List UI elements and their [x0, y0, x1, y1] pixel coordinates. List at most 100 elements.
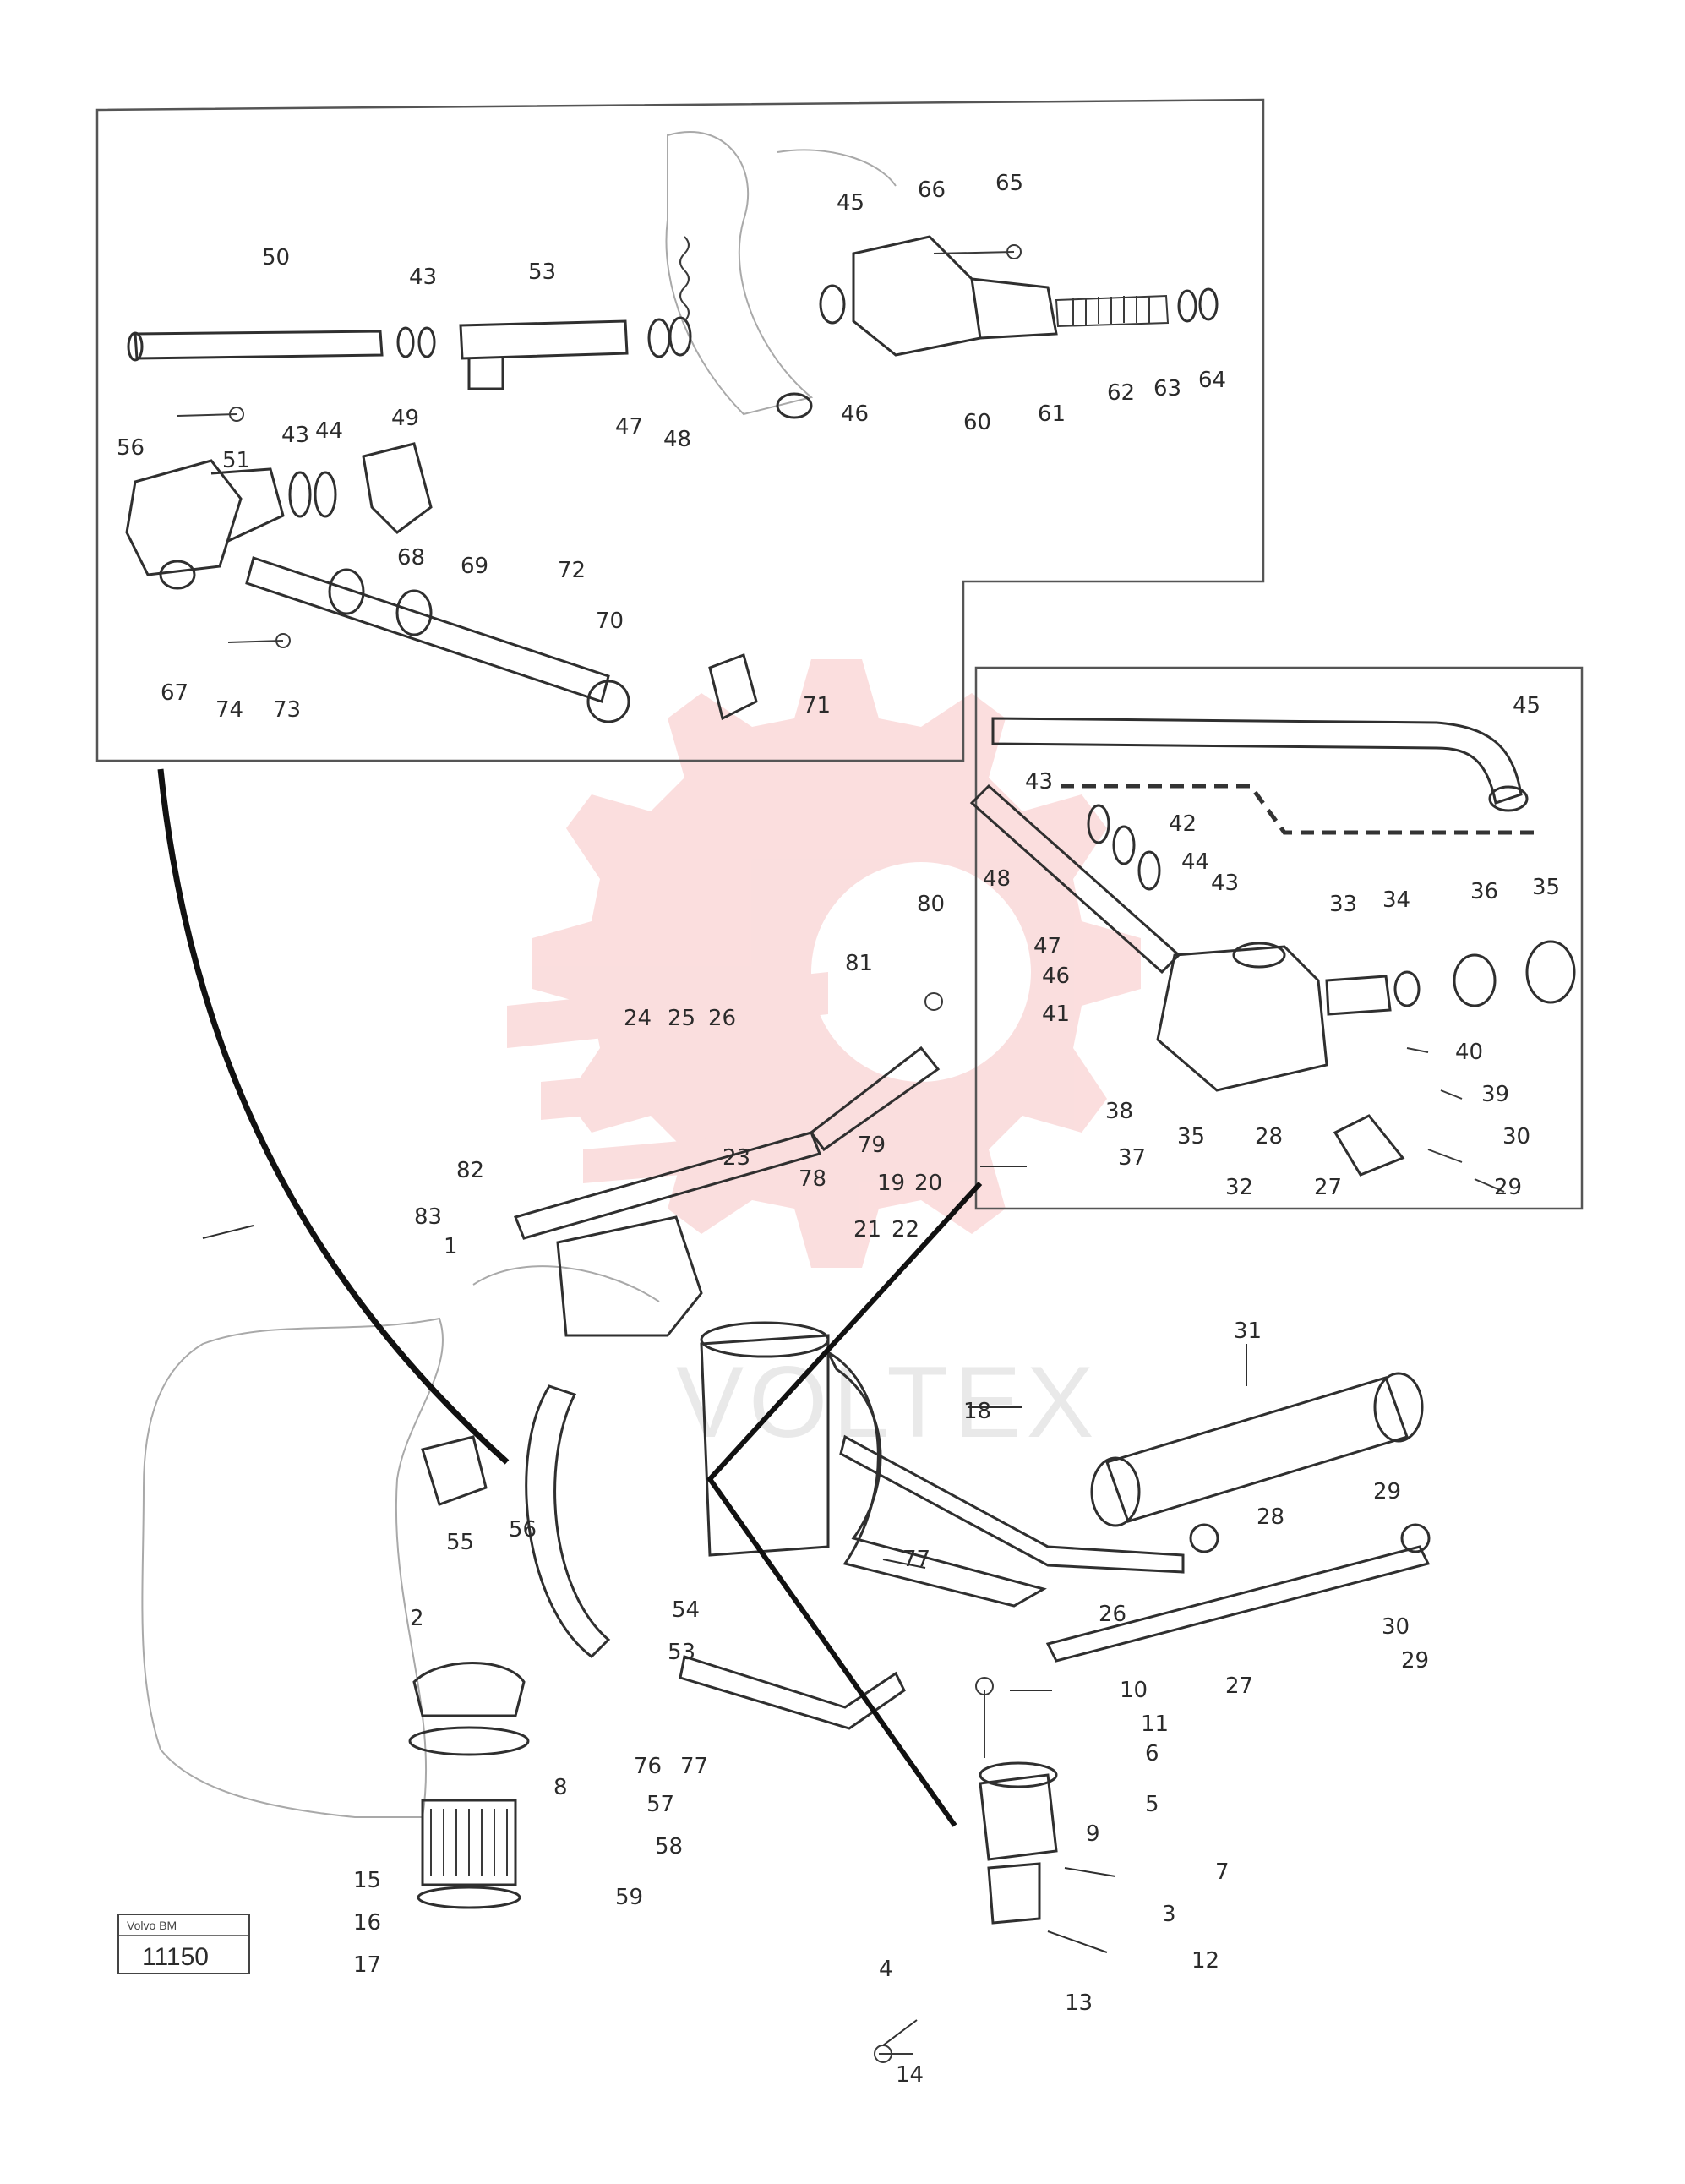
callout: 23 — [723, 1145, 750, 1171]
callout: 49 — [391, 406, 419, 431]
callout: 29 — [1494, 1175, 1522, 1200]
callout: 27 — [1225, 1673, 1253, 1699]
callout: 22 — [892, 1217, 919, 1242]
callout: 13 — [1065, 1990, 1093, 2016]
callout: 26 — [1099, 1602, 1126, 1627]
callout: 53 — [668, 1640, 695, 1665]
callout: 4 — [879, 1957, 893, 1982]
callout: 33 — [1329, 892, 1357, 917]
callout: 64 — [1198, 368, 1226, 393]
callout: 7 — [1215, 1859, 1230, 1885]
leader-lines — [185, 1166, 1247, 2046]
callout: 28 — [1255, 1124, 1283, 1149]
callout: 1 — [444, 1234, 458, 1259]
callout: 38 — [1105, 1099, 1133, 1124]
callout: 39 — [1481, 1082, 1509, 1107]
callout: 47 — [1033, 934, 1061, 959]
callout: 77 — [902, 1547, 930, 1572]
callout: 31 — [1234, 1319, 1262, 1344]
callout: 55 — [446, 1530, 474, 1555]
callout: 19 — [877, 1171, 905, 1196]
callout: 36 — [1470, 879, 1498, 904]
callout: 30 — [1382, 1614, 1410, 1640]
callout: 8 — [553, 1775, 568, 1800]
callout: 71 — [803, 693, 831, 718]
callout: 82 — [456, 1158, 484, 1183]
callout: 53 — [528, 259, 556, 285]
callout: 66 — [918, 177, 946, 203]
callout: 79 — [858, 1133, 886, 1158]
callout: 67 — [161, 680, 188, 706]
callout: 58 — [655, 1834, 683, 1859]
callout: 72 — [558, 558, 586, 583]
main-assembly — [141, 768, 1431, 2063]
drawing-number-stamp: Volvo BM 11150 — [117, 1914, 250, 1974]
callout: 35 — [1177, 1124, 1205, 1149]
callout: 45 — [837, 190, 864, 216]
callout: 83 — [414, 1204, 442, 1230]
callout: 12 — [1191, 1948, 1219, 1974]
upper-left-inset — [95, 98, 1265, 762]
callout: 34 — [1382, 887, 1410, 913]
callout: 50 — [262, 245, 290, 270]
callout: 43 — [1025, 769, 1053, 794]
callout: 73 — [273, 697, 301, 723]
callout: 18 — [963, 1399, 991, 1424]
callout: 78 — [799, 1166, 826, 1192]
callout: 20 — [914, 1171, 942, 1196]
callout: 70 — [596, 609, 624, 634]
callout: 25 — [668, 1006, 695, 1031]
callout: 16 — [353, 1910, 381, 1936]
callout: 57 — [646, 1792, 674, 1817]
callout: 48 — [983, 866, 1011, 892]
callout: 44 — [1181, 849, 1209, 875]
callout: 24 — [624, 1006, 652, 1031]
callout: 56 — [117, 435, 145, 461]
callout: 5 — [1145, 1792, 1159, 1817]
callout: 2 — [410, 1606, 424, 1631]
callout: 60 — [963, 410, 991, 435]
callout: 29 — [1373, 1479, 1401, 1504]
callout: 17 — [353, 1952, 381, 1978]
callout: 6 — [1145, 1741, 1159, 1766]
callout: 35 — [1532, 875, 1560, 900]
callout: 62 — [1107, 380, 1135, 406]
right-inset-callouts: 45 43 42 44 48 43 47 46 41 33 34 36 35 4… — [983, 693, 1560, 1200]
callout: 44 — [315, 418, 343, 444]
callout: 43 — [1211, 871, 1239, 896]
callout: 30 — [1502, 1124, 1530, 1149]
callout: 61 — [1038, 401, 1066, 427]
callout: 69 — [461, 554, 488, 579]
callout: 43 — [409, 265, 437, 290]
callout: 59 — [615, 1885, 643, 1910]
upper-inset-callouts: 50 43 53 45 66 65 56 51 43 44 49 47 48 4… — [117, 171, 1226, 723]
callout: 56 — [509, 1517, 537, 1542]
drawing-number: 11150 — [142, 1943, 209, 1971]
callout: 14 — [896, 2062, 924, 2088]
callout: 32 — [1225, 1175, 1253, 1200]
callout: 77 — [680, 1754, 708, 1779]
callout: 41 — [1042, 1002, 1070, 1027]
callout: 26 — [708, 1006, 736, 1031]
callout: 9 — [1086, 1821, 1100, 1847]
callout: 76 — [634, 1754, 662, 1779]
callout: 37 — [1118, 1145, 1146, 1171]
callout: 54 — [672, 1597, 700, 1623]
callout: 81 — [845, 951, 873, 976]
callout: 48 — [663, 427, 691, 452]
callout: 46 — [841, 401, 869, 427]
stamp-caption: Volvo BM — [127, 1919, 177, 1932]
right-inset — [969, 666, 1584, 1210]
callout: 21 — [853, 1217, 881, 1242]
callout: 80 — [917, 892, 945, 917]
callout: 51 — [222, 448, 250, 473]
callout: 47 — [615, 414, 643, 440]
watermark-text: VOLTEX — [676, 1346, 1099, 1459]
callout: 68 — [397, 545, 425, 571]
callout: 42 — [1169, 811, 1197, 837]
callout: 15 — [353, 1868, 381, 1893]
callout: 65 — [995, 171, 1023, 196]
callout: 3 — [1162, 1902, 1176, 1927]
callout: 28 — [1257, 1504, 1284, 1530]
